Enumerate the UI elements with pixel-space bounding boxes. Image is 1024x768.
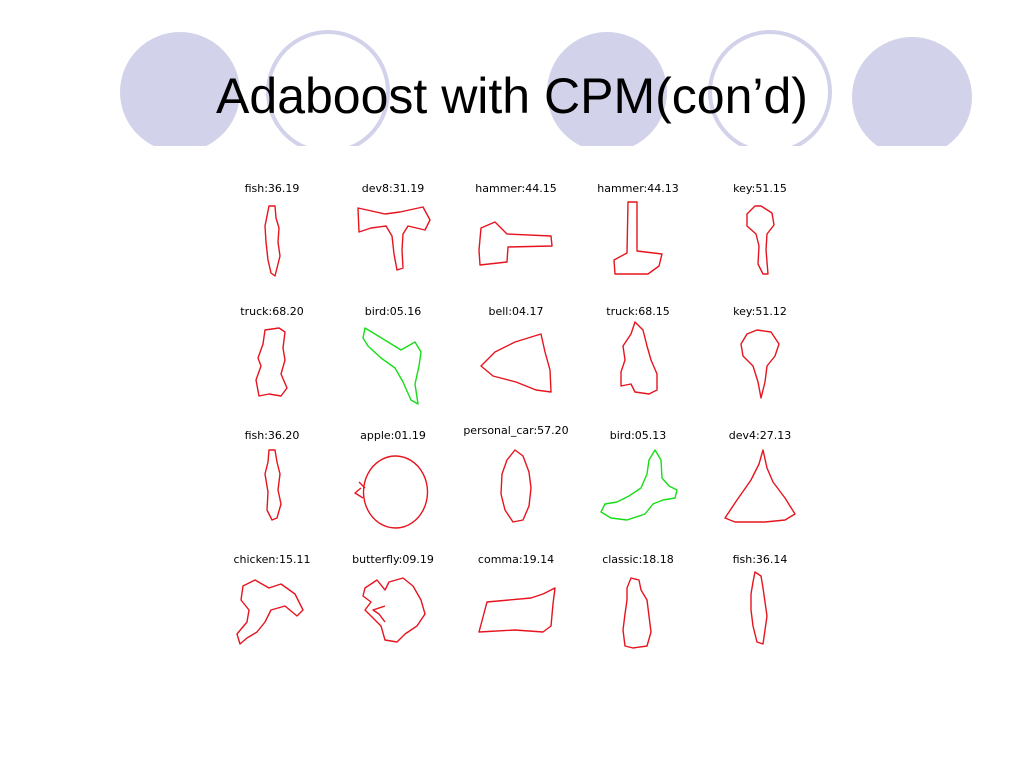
decorative-circles [0, 30, 1024, 150]
shape-label: apple:01.19 [360, 429, 426, 442]
shape-label: fish:36.20 [244, 429, 300, 442]
bird-contour [362, 327, 422, 405]
shape-label: hammer:44.13 [597, 182, 679, 195]
shape-label: bird:05.16 [364, 305, 422, 318]
shape-label: comma:19.14 [477, 553, 555, 566]
truck-contour [255, 327, 288, 397]
butterfly-contour [362, 577, 426, 643]
filled-circle [852, 37, 972, 150]
shape-label: bell:04.17 [488, 305, 544, 318]
fish-contour [264, 205, 281, 277]
fish-contour [264, 449, 282, 521]
shape-label: hammer:44.15 [475, 182, 557, 195]
hammer-contour [478, 221, 553, 266]
shape-label: bird:05.13 [609, 429, 667, 442]
shape-grid-figure: fish:36.19 dev8:31.19 hammer:44.15 hamme… [225, 170, 815, 660]
shape-label: fish:36.14 [732, 553, 788, 566]
personal-car-contour [500, 449, 532, 523]
slide-title: Adaboost with CPM(con’d) [216, 68, 808, 124]
comma-contour [478, 587, 556, 633]
shape-label: truck:68.15 [606, 305, 670, 318]
chicken-contour [236, 579, 304, 645]
bell-contour [480, 333, 552, 393]
shape-label: butterfly:09.19 [352, 553, 434, 566]
fish-contour [750, 571, 768, 645]
truck-contour [620, 321, 658, 395]
shape-label: dev4:27.13 [728, 429, 792, 442]
shape-contours [236, 201, 796, 649]
outline-circle [708, 30, 832, 150]
filled-circle [547, 32, 667, 150]
shape-label: truck:68.20 [240, 305, 304, 318]
shape-label: key:51.15 [733, 182, 787, 195]
apple-contour [354, 455, 429, 529]
shape-label: chicken:15.11 [233, 553, 311, 566]
classic-contour [622, 577, 652, 649]
dev8-contour [357, 206, 431, 271]
shape-label: fish:36.19 [244, 182, 300, 195]
shape-label: personal_car:57.20 [463, 424, 569, 437]
shape-label: dev8:31.19 [361, 182, 425, 195]
key-contour [740, 329, 780, 399]
dev4-contour [724, 449, 796, 523]
filled-circle [120, 32, 240, 150]
bird-contour [600, 449, 678, 521]
shape-label: key:51.12 [733, 305, 787, 318]
key-contour [746, 205, 775, 275]
hammer-contour [613, 201, 663, 275]
shape-label: classic:18.18 [602, 553, 674, 566]
outline-circle [266, 30, 390, 150]
